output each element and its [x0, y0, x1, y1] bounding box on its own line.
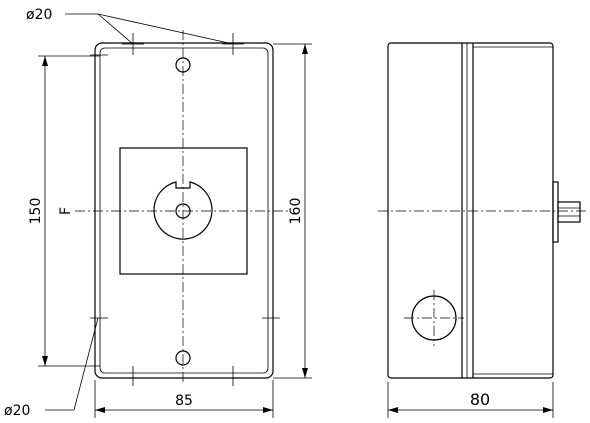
- dim80-arrow-right: [543, 407, 553, 413]
- dim85-arrow-left: [95, 407, 105, 413]
- dim-150-label: 150: [28, 198, 44, 225]
- front-enclosure-outer: [94, 42, 274, 379]
- side-body-outer: [387, 42, 554, 379]
- front-view: ø20 ø20 150 F 160 85: [4, 7, 312, 419]
- hole-bottom-label: ø20: [4, 403, 30, 419]
- dim80-arrow-left: [388, 407, 398, 413]
- leader-bottom-a: [73, 317, 99, 411]
- dim-85-label: 85: [175, 393, 193, 409]
- dim150-arrow-top: [42, 56, 48, 66]
- dim-80-label: 80: [470, 390, 490, 409]
- side-view: 80: [378, 42, 588, 418]
- leader-top-b: [97, 13, 234, 45]
- label-f: F: [58, 207, 74, 215]
- dim85-arrow-right: [263, 407, 273, 413]
- dim160-arrow-top: [302, 44, 308, 54]
- side-knob-shaft: [557, 201, 581, 223]
- side-knob-base: [552, 181, 559, 243]
- mounting-hole-bottom: [175, 350, 191, 366]
- hole-top-label: ø20: [26, 7, 52, 23]
- dim160-arrow-bottom: [302, 368, 308, 378]
- rotary-knob: [153, 181, 213, 240]
- leader-top-a: [97, 13, 134, 45]
- front-enclosure-inner: [99, 47, 269, 374]
- dim-160-label: 160: [288, 198, 304, 225]
- dim150-arrow-bottom: [42, 356, 48, 366]
